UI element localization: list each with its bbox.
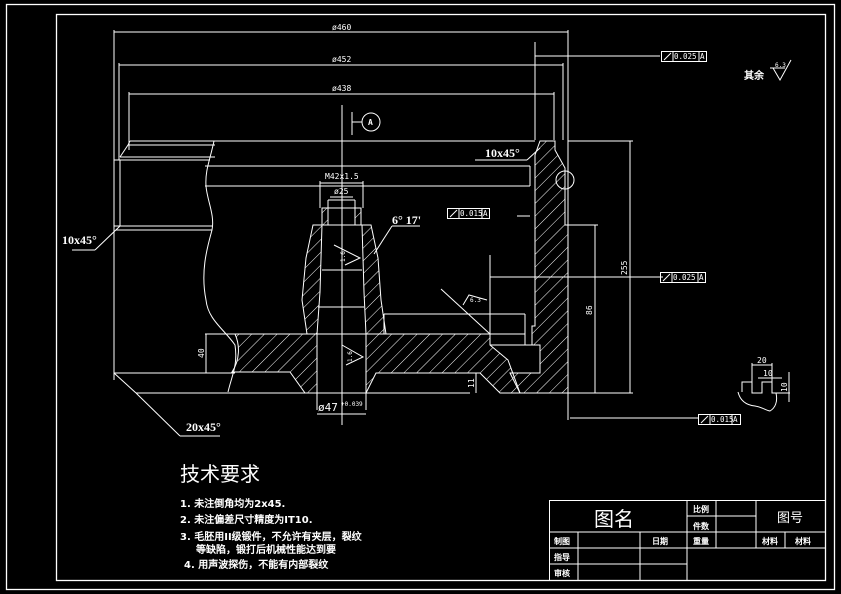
chamfer-left-note: 10x45° — [62, 233, 97, 247]
roughness-other-value: 6.3 — [775, 62, 786, 69]
tech-req-item-4: 4. 用声波探伤，不能有内部裂纹 — [184, 558, 329, 571]
chamfer-top-label: 10x45° — [485, 146, 520, 160]
material-label: 材料 — [762, 536, 778, 546]
review-label: 审核 — [554, 568, 570, 578]
dim-255-label: 255 — [620, 260, 629, 275]
roughness-taper: 1.6 — [333, 244, 362, 266]
part-outline — [72, 140, 540, 437]
dimension-40: 40 — [197, 333, 235, 373]
chamfer-left-label: 10x45° — [62, 233, 97, 247]
material-value: 材料 — [795, 536, 811, 546]
dim-dia460-label: ø460 — [332, 23, 351, 32]
dim-40-label: 40 — [197, 348, 206, 358]
drawn-label: 制图 — [554, 536, 570, 546]
tech-requirements: 技术要求 1. 未注倒角均为2x45. 2. 未注偏差尺寸精度为IT10. 3.… — [180, 462, 363, 571]
dimension-dia25: ø25 — [330, 187, 353, 198]
guide-label: 指导 — [554, 552, 570, 562]
outer-frame — [5, 3, 836, 591]
weight-label: 重量 — [693, 536, 709, 546]
quantity-label: 件数 — [693, 521, 710, 531]
tech-req-item-3: 3. 毛胚用II级锻件，不允许有夹层，裂纹 — [180, 530, 363, 543]
datum-a-label: A — [368, 118, 373, 127]
roughness-bore-value: 1.6 — [347, 351, 354, 362]
fcf-top: 0.025 A — [661, 51, 707, 62]
roughness-face-value: 6.3 — [470, 297, 481, 304]
taper-angle-label: 6° 17' — [392, 213, 421, 227]
date-label: 日期 — [652, 536, 668, 546]
dimension-86: 86 — [568, 224, 598, 393]
runout-icon — [662, 273, 671, 282]
chamfer-bottom-note: 20x45° — [186, 420, 221, 434]
runout-icon — [663, 52, 672, 61]
runout-icon — [700, 415, 709, 424]
fcf-top-datum: A — [700, 52, 705, 61]
roughness-taper-value: 1.6 — [340, 251, 347, 262]
dim-dia438-label: ø438 — [332, 84, 351, 93]
drawing-number: 图号 — [777, 511, 803, 526]
fcf-mid-value: 0.015 — [460, 209, 483, 218]
fcf-right: 0.025 A — [660, 272, 706, 283]
tech-req-item-3-cont: 等缺陷，锻打后机械性能达到要 — [196, 543, 336, 556]
inner-frame — [55, 13, 827, 582]
fcf-mid: 0.015 A — [447, 208, 490, 219]
tech-req-item-2: 2. 未注偏差尺寸精度为IT10. — [180, 513, 313, 526]
fcf-bottom-datum: A — [733, 415, 738, 424]
dim-dia47-label: ø47 — [318, 401, 338, 414]
tech-requirements-title: 技术要求 — [180, 462, 260, 486]
datum-a-marker: A — [351, 112, 381, 135]
fcf-bottom: 0.015 A — [698, 414, 741, 425]
dim-thread-label: M42x1.5 — [325, 172, 359, 181]
detail-dim-10v: 10 — [780, 382, 789, 392]
detail-dim-10: 10 — [763, 369, 773, 378]
chamfer-bottom-label: 20x45° — [186, 420, 221, 434]
title-block: 图名 比例 件数 图号 制图 日期 重量 材料 材料 指导 审核 — [549, 500, 826, 581]
roughness-bore: 1.6 — [341, 344, 365, 366]
dim-86-label: 86 — [585, 305, 594, 315]
taper-angle-note: 6° 17' — [373, 213, 421, 255]
drawing-name: 图名 — [594, 507, 634, 531]
chamfer-top-note: 10x45° — [475, 146, 541, 161]
roughness-other: 其余 6.3 — [744, 59, 792, 82]
detail-dim-20: 20 — [757, 356, 767, 365]
runout-icon — [449, 209, 458, 218]
fcf-right-value: 0.025 — [673, 273, 696, 282]
dim-dia452-label: ø452 — [332, 55, 351, 64]
fcf-mid-datum: A — [483, 209, 488, 218]
dimension-dia438: ø438 — [128, 84, 555, 150]
dimension-11: 11 — [467, 373, 477, 393]
dimension-dia452: ø452 — [118, 55, 564, 160]
roughness-face: 6.3 — [440, 288, 491, 335]
scale-label: 比例 — [693, 504, 709, 514]
tech-req-item-1: 1. 未注倒角均为2x45. — [180, 497, 285, 510]
roughness-other-label: 其余 — [744, 69, 765, 82]
dimension-255: 255 — [568, 140, 633, 394]
fcf-right-datum: A — [699, 273, 704, 282]
dim-dia47-tol: +0.039 — [341, 401, 363, 408]
dimension-thread: M42x1.5 — [319, 172, 364, 208]
dim-11-label: 11 — [467, 378, 476, 388]
fcf-bottom-value: 0.015 — [711, 415, 734, 424]
section-hatch — [231, 140, 569, 394]
hub-bore — [316, 199, 367, 410]
dim-dia25-label: ø25 — [334, 187, 349, 196]
dimension-dia47: ø47 +0.039 — [317, 401, 366, 415]
detail-view: 20 10 10 — [737, 356, 790, 412]
detail-circle — [555, 170, 575, 190]
fcf-top-value: 0.025 — [674, 52, 697, 61]
